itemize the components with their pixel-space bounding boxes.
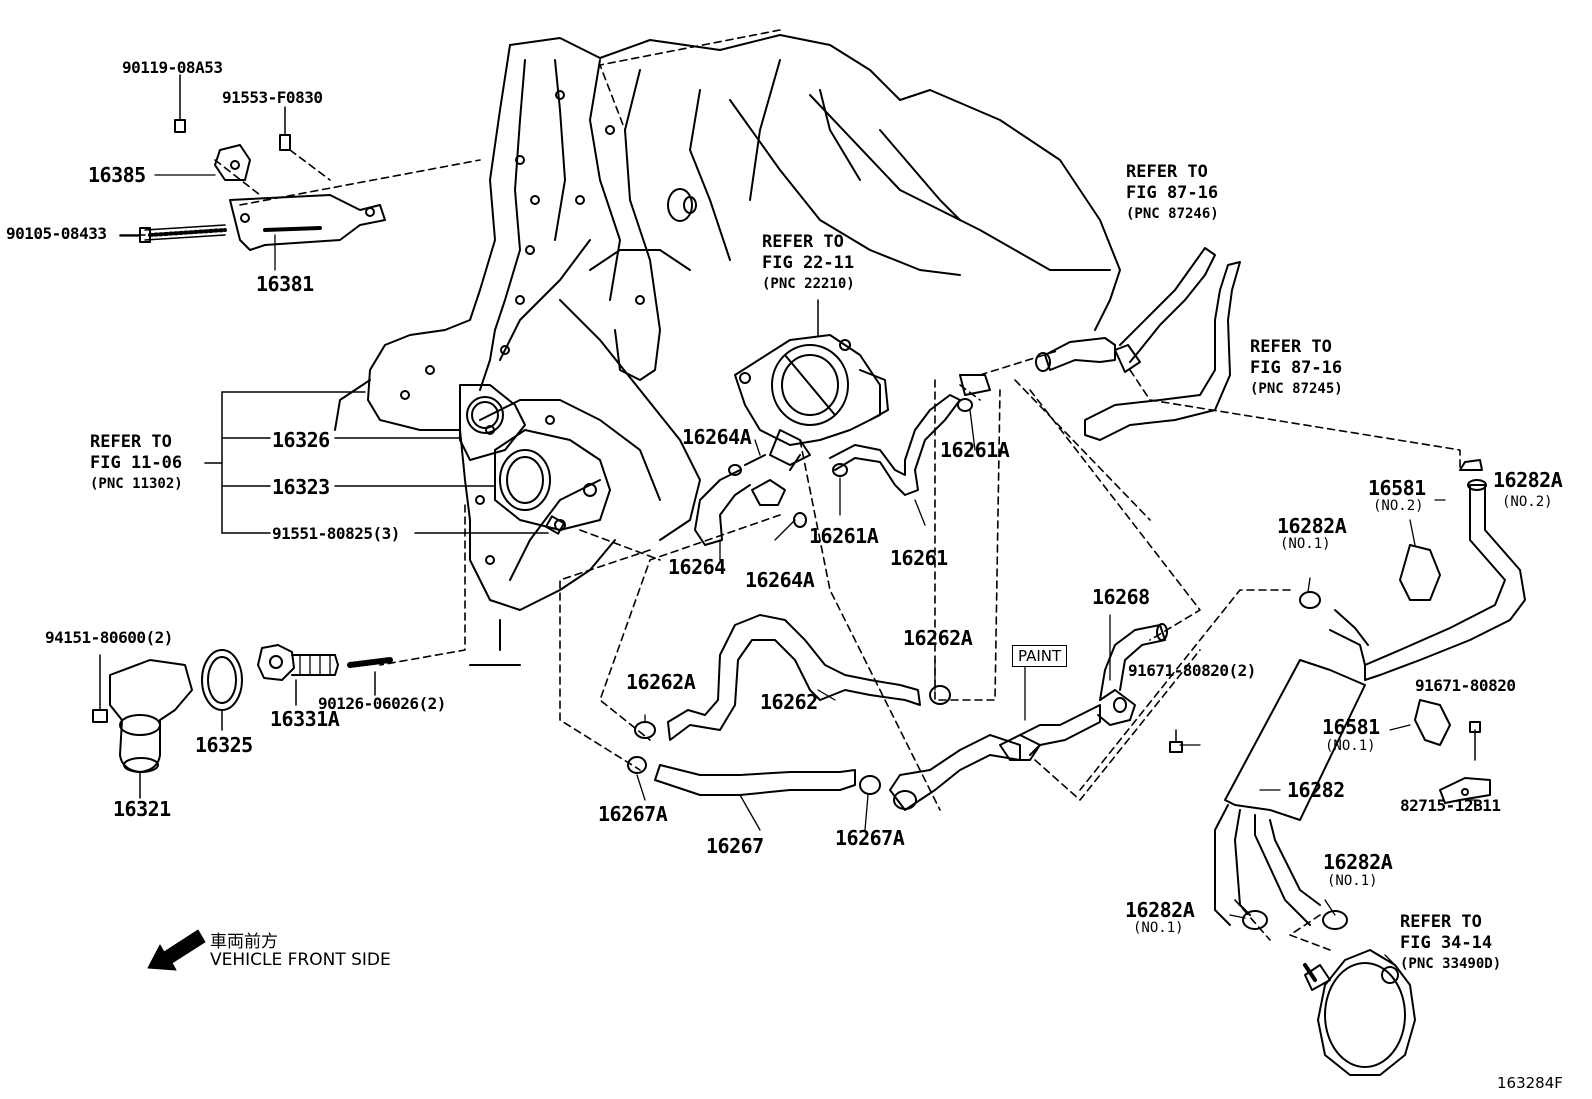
part-label-16282a-no1-c: 16282A [1125, 898, 1195, 922]
refer-fig-22-11: REFER TO FIG 22-11 (PNC 22210) [762, 232, 855, 292]
refer-fig-11-06: REFER TO FIG 11-06 (PNC 11302) [90, 432, 183, 492]
refer-bracket [204, 391, 549, 534]
part-label-90105-08433: 90105-08433 [6, 224, 107, 243]
part-label-16385: 16385 [88, 163, 146, 187]
part-label-16262: 16262 [760, 690, 818, 714]
part-label-16268: 16268 [1092, 585, 1150, 609]
hoses-throttle [694, 374, 991, 546]
refer-fig-34-14: REFER TO FIG 34-14 (PNC 33490D) [1400, 912, 1502, 972]
water-outlet-housing [459, 384, 611, 535]
part-label-90126-06026: 90126-06026(2) [318, 694, 446, 713]
vehicle-front-jp: 車両前方 [210, 932, 278, 952]
part-label-82715-12b11: 82715-12B11 [1400, 796, 1501, 815]
part-label-90119-08a53: 90119-08A53 [122, 58, 223, 77]
sub-label-no2-b: (NO.2) [1502, 494, 1553, 510]
part-label-16282a-no1-a: 16282A [1277, 514, 1347, 538]
sub-label-no1-a: (NO.1) [1280, 536, 1331, 552]
part-label-91671-80820-2: 91671-80820(2) [1128, 661, 1256, 680]
part-label-16264a-bottom: 16264A [745, 568, 815, 592]
part-label-16264: 16264 [668, 555, 726, 579]
sub-label-no1-c: (NO.1) [1327, 873, 1378, 889]
label-leaders [119, 174, 1476, 966]
part-label-16261a-top: 16261A [940, 438, 1010, 462]
part-label-16267a-right: 16267A [835, 826, 905, 850]
water-pump [1303, 949, 1416, 1076]
vehicle-front-en: VEHICLE FRONT SIDE [210, 950, 391, 970]
part-label-16264a-top: 16264A [682, 425, 752, 449]
timing-cover-outline [334, 34, 1121, 666]
part-label-94151-80600: 94151-80600(2) [45, 628, 173, 647]
part-label-16323: 16323 [272, 475, 330, 499]
part-label-16381: 16381 [256, 272, 314, 296]
part-label-16581-no1: 16581 [1322, 715, 1380, 739]
sub-label-no1-d: (NO.1) [1133, 920, 1184, 936]
part-label-16267: 16267 [706, 834, 764, 858]
part-label-16261: 16261 [890, 546, 948, 570]
front-arrow-icon [147, 929, 206, 971]
throttle-body [734, 299, 889, 471]
paint-label: PAINT [1012, 645, 1068, 667]
part-label-91671-80820: 91671-80820 [1415, 676, 1516, 695]
part-label-16321: 16321 [113, 797, 171, 821]
dashed-leader-lines [214, 29, 1461, 951]
part-label-16262a-left: 16262A [626, 670, 696, 694]
part-label-16262a-right: 16262A [903, 626, 973, 650]
bracket-assembly [119, 74, 386, 251]
hoses-lower [627, 614, 1168, 811]
sub-label-no2-a: (NO.2) [1373, 498, 1424, 514]
part-label-16326: 16326 [272, 428, 330, 452]
part-label-16331a: 16331A [270, 707, 340, 731]
part-label-16261a-mid: 16261A [809, 524, 879, 548]
figure-id: 163284F [1497, 1074, 1563, 1092]
part-label-16267a-left: 16267A [598, 802, 668, 826]
part-label-16581-no2: 16581 [1368, 476, 1426, 500]
part-label-16282: 16282 [1287, 778, 1345, 802]
thermostat-group [92, 644, 393, 799]
part-label-16325: 16325 [195, 733, 253, 757]
hoses-upper-right [1035, 247, 1241, 441]
refer-fig-87-16-87245: REFER TO FIG 87-16 (PNC 87245) [1250, 337, 1343, 397]
part-label-16282a-no1-b: 16282A [1323, 850, 1393, 874]
part-label-91553-f0830: 91553-F0830 [222, 88, 323, 107]
part-label-16282a-no2: 16282A [1493, 468, 1563, 492]
refer-fig-87-16-87246: REFER TO FIG 87-16 (PNC 87246) [1126, 162, 1219, 222]
part-label-91551-80825: 91551-80825(3) [272, 524, 400, 543]
sub-label-no1-b: (NO.1) [1325, 738, 1376, 754]
hose-assembly-16282 [1169, 459, 1526, 930]
